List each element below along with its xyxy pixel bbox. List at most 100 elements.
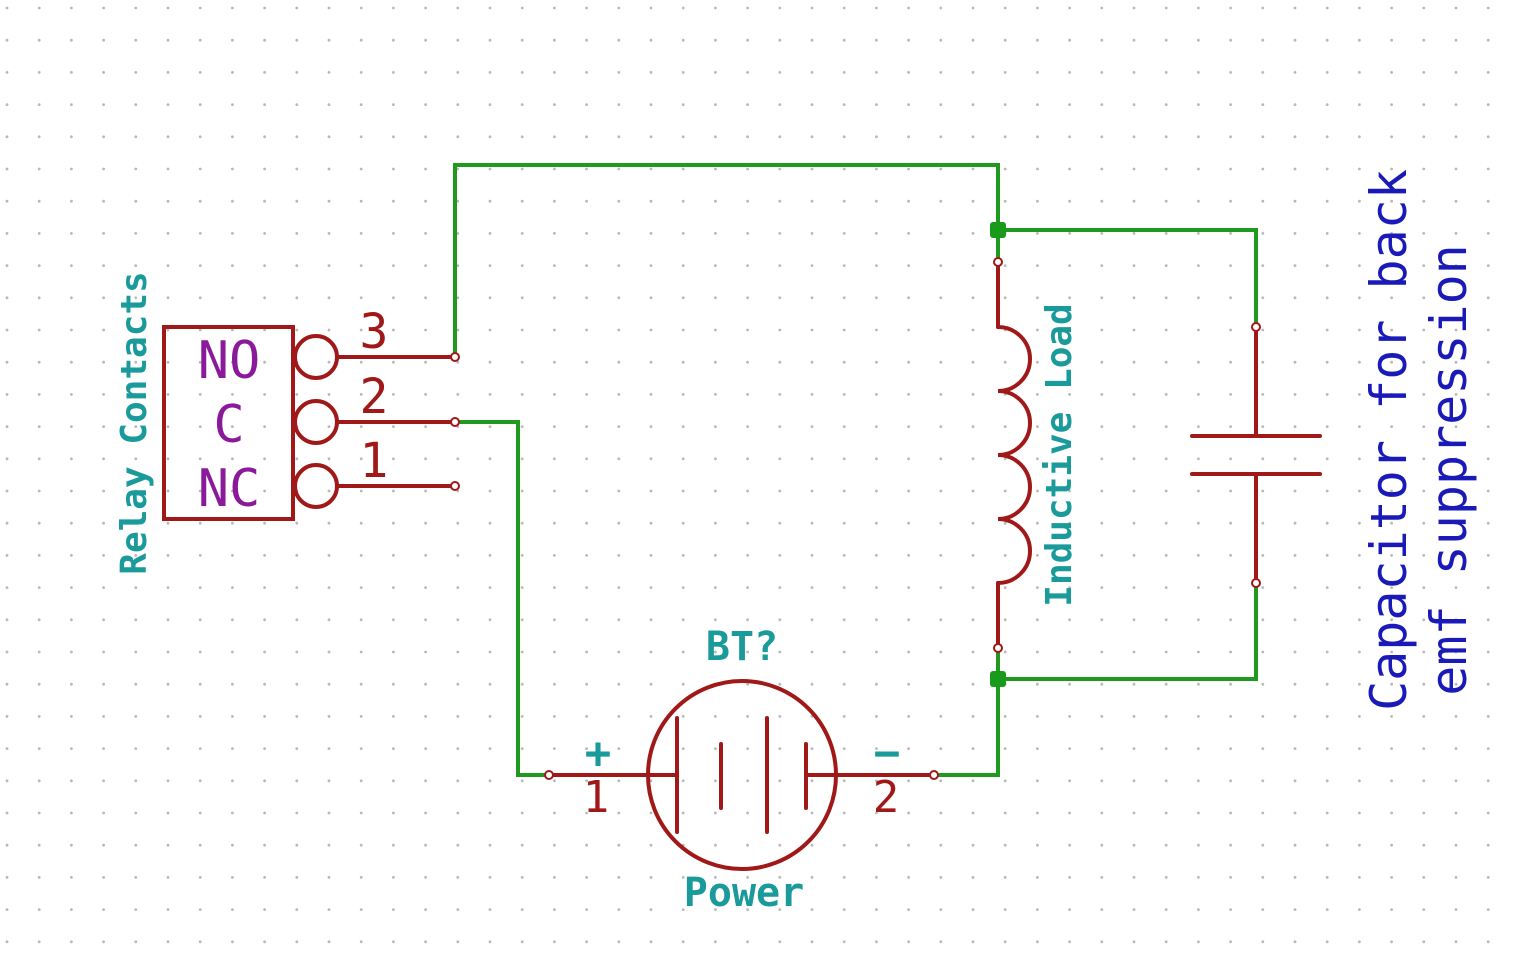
grid-dot <box>971 135 975 139</box>
inductor-pin-end-top[interactable] <box>993 257 1003 267</box>
grid-dot <box>1293 167 1297 171</box>
grid-dot <box>263 811 266 815</box>
wire-junction-to-cap-bottom[interactable] <box>996 581 1258 681</box>
grid-dot <box>1422 489 1426 493</box>
capacitor-pin-end-bottom[interactable] <box>1251 578 1261 588</box>
grid-dot <box>1390 747 1393 750</box>
wire-battery-minus-to-load-bottom[interactable] <box>932 646 1000 777</box>
grid-dot <box>617 425 621 428</box>
grid-dot <box>5 843 9 847</box>
grid-dot <box>649 264 653 267</box>
grid-dot <box>585 457 588 461</box>
grid-dot <box>1132 811 1136 815</box>
grid-dot <box>231 6 234 10</box>
inductor-pin-end-bottom[interactable] <box>993 643 1003 653</box>
grid-dot <box>746 682 749 686</box>
battery-pin-end-2[interactable] <box>929 770 939 780</box>
grid-dot <box>746 811 749 815</box>
grid-dot <box>1422 425 1426 428</box>
grid-dot <box>520 167 524 171</box>
grid-dot <box>520 940 524 944</box>
grid-dot <box>1261 232 1265 235</box>
battery-component[interactable]: BT? Power + − 1 2 <box>544 624 939 916</box>
grid-dot <box>37 425 41 428</box>
grid-dot <box>1486 296 1490 300</box>
grid-dot <box>778 167 782 171</box>
grid-dot <box>1132 457 1136 461</box>
grid-dot <box>778 328 782 332</box>
wire-c-to-battery-plus[interactable] <box>453 420 551 777</box>
grid-dot <box>875 489 878 493</box>
grid-dot <box>939 71 943 74</box>
grid-dot <box>1100 135 1104 139</box>
grid-dot <box>198 199 202 203</box>
grid-dot <box>1003 264 1007 267</box>
grid-dot <box>456 843 460 847</box>
wire-junction-to-cap-top[interactable] <box>996 228 1258 329</box>
grid-dot <box>392 489 395 493</box>
relay-pin-end-2[interactable] <box>450 417 460 427</box>
grid-dot <box>359 876 363 879</box>
grid-dot <box>1486 554 1490 557</box>
grid-dot <box>1068 747 1071 750</box>
grid-dot <box>842 908 846 911</box>
grid-dot <box>875 521 878 525</box>
grid-dot <box>714 554 717 557</box>
relay-pin-end-3[interactable] <box>450 352 460 362</box>
grid-dot <box>907 521 910 525</box>
relay-pin-end-1[interactable] <box>450 481 460 491</box>
capacitor-component[interactable] <box>1190 322 1322 588</box>
grid-dot <box>1100 876 1104 879</box>
grid-dot <box>553 908 556 911</box>
grid-dot <box>617 843 621 847</box>
grid-dot <box>681 328 685 332</box>
grid-dot <box>1132 682 1136 686</box>
grid-dot <box>359 682 363 686</box>
grid-dot <box>1486 650 1490 654</box>
grid-dot <box>1068 296 1071 300</box>
grid-dot <box>1422 843 1426 847</box>
grid-dot <box>1164 908 1168 911</box>
grid-dot <box>70 232 73 235</box>
grid-dot <box>1100 521 1104 525</box>
grid-dot <box>1390 103 1393 106</box>
wire-no-to-load-top[interactable] <box>453 163 1000 359</box>
relay-contacts-component[interactable]: NO C NC 3 2 1 Relay Contacts <box>114 271 460 575</box>
grid-dot <box>810 135 814 139</box>
grid-dot <box>746 38 749 42</box>
grid-dot <box>424 232 427 235</box>
grid-dot <box>1486 232 1490 235</box>
grid-dot <box>1390 167 1393 171</box>
grid-dot <box>746 71 749 74</box>
grid-dot <box>1422 586 1426 589</box>
grid-dot <box>714 38 717 42</box>
grid-dot <box>778 586 782 589</box>
grid-dot <box>134 103 138 106</box>
grid-dot <box>553 618 556 622</box>
grid-dot <box>1422 393 1426 396</box>
grid-dot <box>198 135 202 139</box>
grid-dot <box>520 296 524 300</box>
grid-dot <box>392 682 395 686</box>
grid-dot <box>1358 650 1361 654</box>
grid-dot <box>875 135 878 139</box>
grid-dot <box>778 296 782 300</box>
grid-dot <box>198 650 202 654</box>
grid-dot <box>263 779 266 783</box>
grid-dot <box>939 489 943 493</box>
capacitor-pin-end-top[interactable] <box>1251 322 1261 332</box>
grid-dot <box>392 876 395 879</box>
grid-dot <box>70 811 73 815</box>
grid-dot <box>1422 457 1426 461</box>
grid-dot <box>1261 264 1265 267</box>
grid-dot <box>5 167 9 171</box>
grid-dot <box>1036 199 1039 203</box>
grid-dot <box>907 6 910 10</box>
grid-dot <box>810 489 814 493</box>
grid-dot <box>1068 167 1071 171</box>
battery-pin-end-1[interactable] <box>544 770 554 780</box>
grid-dot <box>617 328 621 332</box>
inductor-component[interactable]: Inductive Load <box>993 257 1080 653</box>
grid-dot <box>1486 940 1490 944</box>
grid-dot <box>1390 425 1393 428</box>
